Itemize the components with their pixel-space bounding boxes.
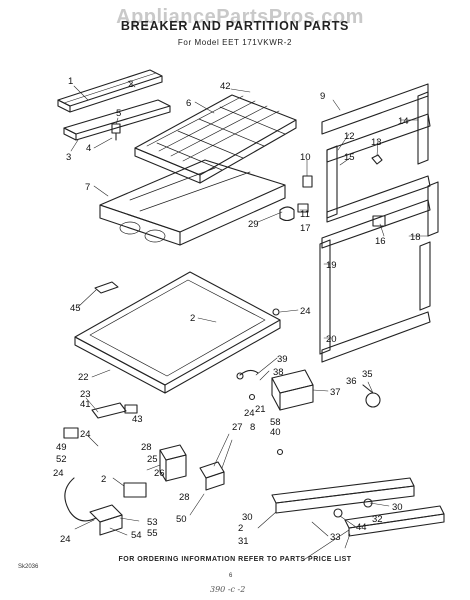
- page-number: 6: [229, 573, 233, 579]
- callout-8: 8: [250, 422, 255, 433]
- callout-24: 24: [80, 429, 91, 440]
- callout-55: 55: [147, 528, 158, 539]
- callout-26: 26: [154, 468, 165, 479]
- partition-body-part: [99, 159, 286, 246]
- callout-24: 24: [60, 534, 71, 545]
- terminal-block-part: [123, 482, 147, 498]
- callout-2: 2: [101, 474, 106, 485]
- callout-24: 24: [300, 306, 311, 317]
- callout-9: 9: [320, 91, 325, 102]
- callout-10: 10: [300, 152, 311, 163]
- sensor-bulb-part: [236, 369, 259, 380]
- site-watermark: AppliancePartsPros.com: [116, 6, 364, 28]
- callout-28: 28: [141, 442, 152, 453]
- cord-socket-parts: [64, 477, 123, 536]
- leader-lines: [70, 80, 429, 562]
- callout-53: 53: [147, 517, 158, 528]
- callout-27: 27: [232, 422, 243, 433]
- callout-50: 50: [176, 514, 187, 525]
- callout-23: 23: [80, 389, 91, 400]
- callout-44: 44: [356, 522, 367, 533]
- callout-38: 38: [273, 367, 284, 378]
- callout-16: 16: [375, 236, 386, 247]
- callout-28: 28: [179, 492, 190, 503]
- switch-housing-part: [159, 444, 187, 482]
- callout-22: 22: [78, 372, 89, 383]
- tray-button-part: [94, 281, 119, 294]
- lower-breaker-strip-part: [63, 99, 171, 141]
- callout-40: 40: [270, 427, 281, 438]
- callout-13: 13: [371, 137, 382, 148]
- callout-1: 1: [68, 76, 73, 87]
- vertical-liner-parts: [319, 145, 338, 355]
- callout-24: 24: [244, 408, 255, 419]
- callout-42: 42: [220, 81, 231, 92]
- callout-17: 17: [300, 223, 311, 234]
- callout-2: 2: [190, 313, 195, 324]
- callout-20: 20: [326, 334, 337, 345]
- lower-trim-parts: [271, 477, 445, 537]
- callout-29: 29: [248, 219, 259, 230]
- screw-parts: [248, 308, 284, 456]
- callout-54: 54: [131, 530, 142, 541]
- callout-15: 15: [344, 152, 355, 163]
- clip-parts: [371, 154, 386, 227]
- document-code: Sk2036: [18, 564, 39, 570]
- callout-52: 52: [56, 454, 67, 465]
- callout-39: 39: [277, 354, 288, 365]
- callout-37: 37: [330, 387, 341, 398]
- callout-30: 30: [242, 512, 253, 523]
- callout-30: 30: [392, 502, 403, 513]
- diagram-title: BREAKER AND PARTITION PARTS: [120, 19, 350, 33]
- hinge-hardware-parts: [279, 175, 313, 222]
- plug-part: [111, 123, 121, 141]
- handwritten-note: 390 -c -2: [210, 585, 246, 594]
- callout-43: 43: [132, 414, 143, 425]
- callout-31: 31: [238, 536, 249, 547]
- callout-6: 6: [186, 98, 191, 109]
- callout-7: 7: [85, 182, 90, 193]
- callout-41: 41: [80, 399, 91, 410]
- breaker-tray-part: [74, 271, 281, 394]
- door-liner-parts: [321, 83, 431, 363]
- callout-2: 2: [238, 523, 243, 534]
- socket-bracket-parts: [63, 402, 138, 439]
- light-bulb-part: [362, 384, 381, 408]
- callout-33: 33: [330, 532, 341, 543]
- callout-35: 35: [362, 369, 373, 380]
- callout-58: 58: [270, 417, 281, 428]
- callout-45: 45: [70, 303, 81, 314]
- callout-3: 3: [66, 152, 71, 163]
- callout-4: 4: [86, 143, 91, 154]
- callout-12: 12: [344, 131, 355, 142]
- door-side-strip-parts: [417, 91, 439, 311]
- callout-5: 5: [116, 108, 121, 119]
- damper-control-part: [199, 461, 225, 491]
- partition-frame-part: [134, 94, 297, 184]
- callout-24: 24: [53, 468, 64, 479]
- callout-18: 18: [410, 232, 421, 243]
- callout-2: 2: [128, 79, 133, 90]
- callout-11: 11: [300, 209, 310, 220]
- ordering-note: FOR ORDERING INFORMATION REFER TO PARTS …: [118, 556, 352, 563]
- callout-14: 14: [398, 116, 409, 127]
- thermostat-part: [271, 369, 314, 411]
- callout-49: 49: [56, 442, 67, 453]
- callout-32: 32: [372, 514, 383, 525]
- callout-25: 25: [147, 454, 158, 465]
- breaker-strip-part: [57, 69, 163, 113]
- callout-19: 19: [326, 260, 337, 271]
- model-subtitle: For Model EET 171VKWR-2: [177, 38, 293, 47]
- callout-21: 21: [255, 404, 266, 415]
- callout-36: 36: [346, 376, 357, 387]
